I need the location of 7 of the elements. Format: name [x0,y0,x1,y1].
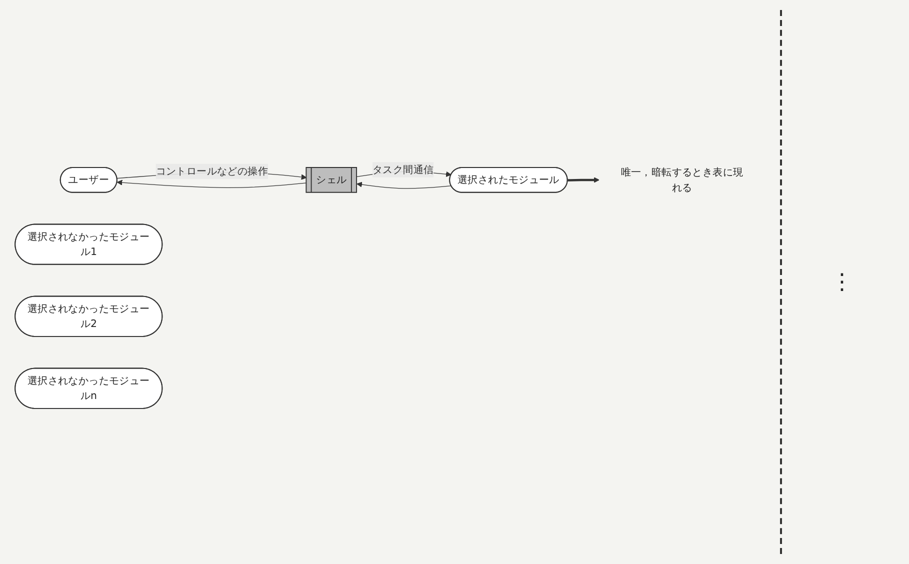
arrow [568,177,600,183]
edge-label: コントロールなどの操作 [156,165,268,178]
arrow [116,180,307,188]
edge-label: タスク間通信 [372,164,434,176]
node-text: 唯一，暗転するとき表に現れる [620,166,744,194]
arrow [356,182,452,190]
ellipsis-mark: ⋮ [831,270,853,294]
